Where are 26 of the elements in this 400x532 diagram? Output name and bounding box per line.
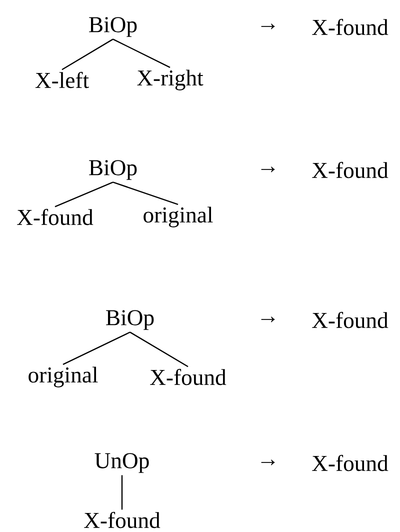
rewrite-arrow: → — [261, 24, 275, 30]
tree-label: BiOp — [106, 310, 154, 330]
tree-label: original — [144, 206, 213, 228]
tree-branch — [130, 332, 188, 368]
tree-label: X-found — [150, 368, 226, 386]
tree-branch — [112, 182, 178, 205]
result-label: X-found — [312, 454, 388, 472]
tree-label: X-found — [17, 208, 94, 226]
tree-branch — [54, 182, 114, 208]
tree-label: X-found — [84, 512, 160, 528]
tree-label: original — [28, 366, 98, 388]
tree-label: BiOp — [89, 17, 137, 37]
result-label: X-found — [312, 162, 388, 178]
tree-label: BiOp — [89, 160, 137, 180]
tree-branch — [62, 38, 114, 70]
tree-branch — [121, 475, 123, 510]
tree-label: X-left — [35, 72, 89, 88]
tree-label: UnOp — [94, 453, 149, 473]
tree-branch — [62, 332, 130, 365]
tree-branch — [112, 38, 170, 68]
rewrite-arrow: → — [261, 316, 275, 322]
rewrite-arrow: → — [261, 166, 275, 172]
tree-label: X-right — [137, 70, 204, 90]
result-label: X-found — [312, 312, 388, 328]
rewrite-arrow: → — [261, 460, 275, 466]
result-label: X-found — [312, 18, 388, 36]
